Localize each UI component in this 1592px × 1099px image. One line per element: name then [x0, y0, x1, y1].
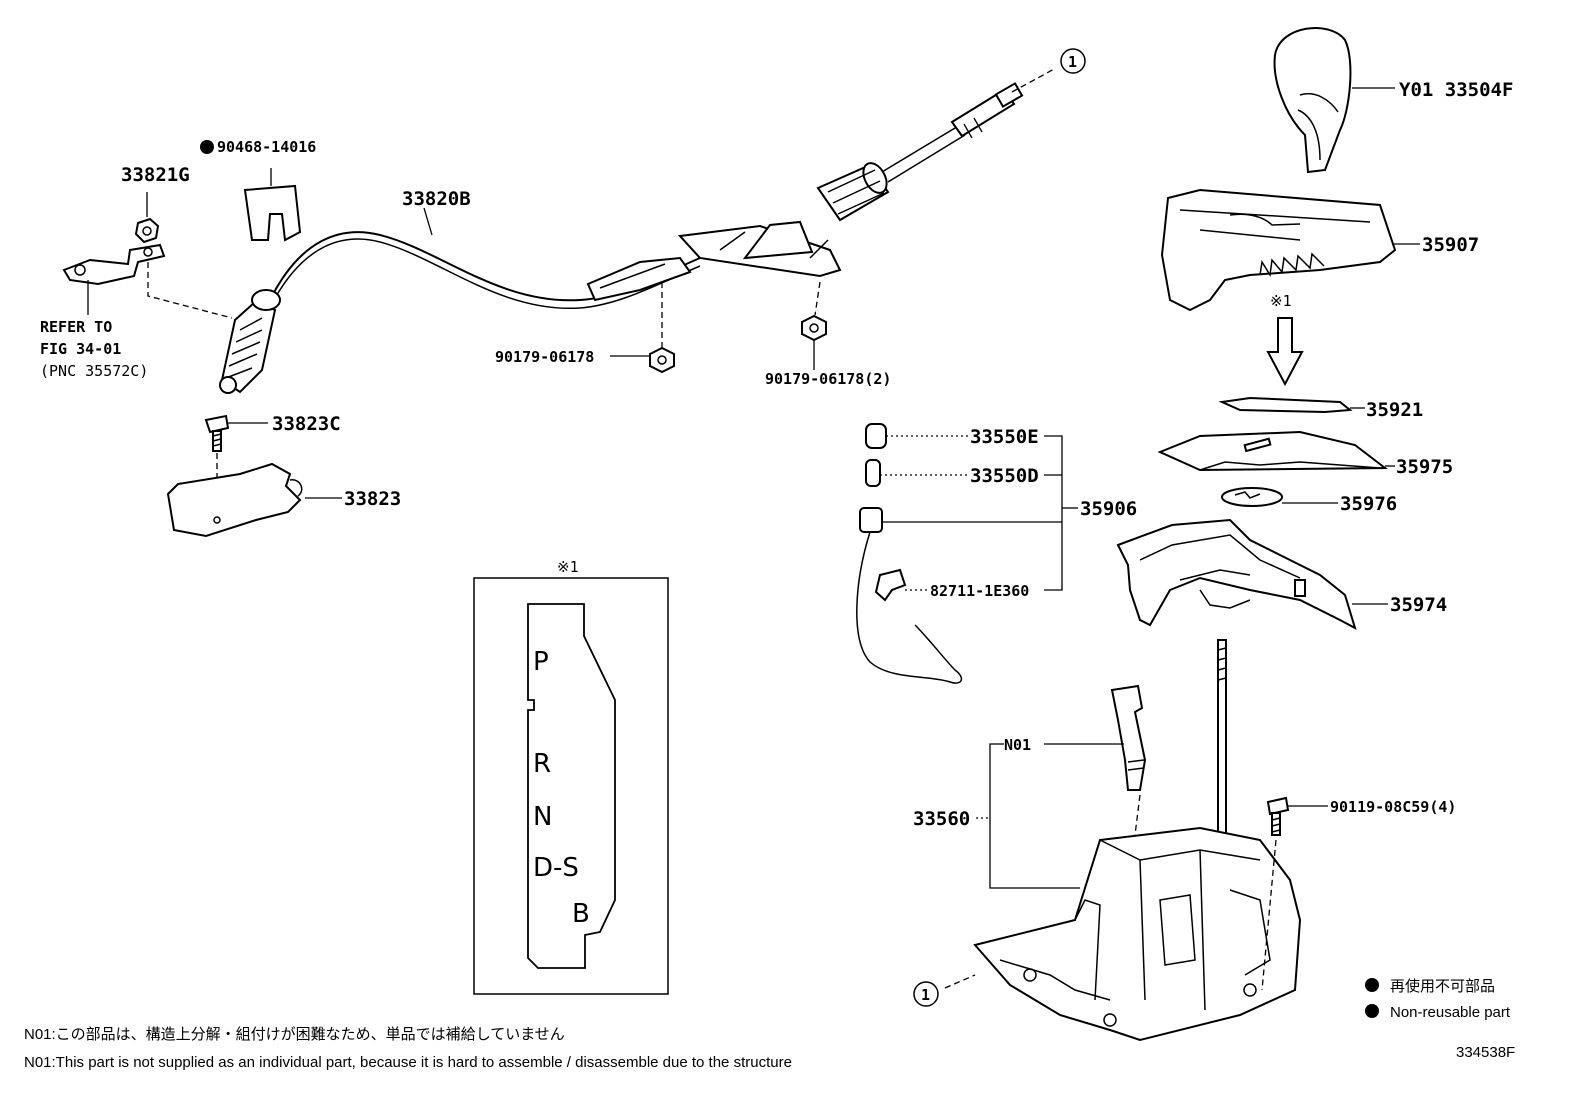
label-Y01-33504F: Y01 33504F — [1399, 79, 1513, 101]
bolt-33823C — [204, 414, 268, 452]
label-33550E: 33550E — [970, 426, 1039, 448]
legend-dot-en — [1365, 1004, 1379, 1018]
label-refer-to: REFER TO — [40, 318, 112, 336]
legend-jp: 再使用不可部品 — [1390, 978, 1495, 995]
label-33821G: 33821G — [121, 164, 190, 186]
nut-33821G — [134, 192, 160, 244]
label-90179-06178: 90179-06178 — [495, 348, 594, 366]
label-35976: 35976 — [1340, 493, 1397, 515]
cable-bracket — [586, 256, 692, 302]
label-90468-14016: 90468-14016 — [217, 138, 316, 156]
label-35906: 35906 — [1080, 498, 1137, 520]
gate-pattern-box — [473, 577, 669, 995]
cover-35975 — [1157, 430, 1395, 472]
label-33823C: 33823C — [272, 413, 341, 435]
callout-circle-1b — [913, 981, 939, 1007]
shift-cable-33820B — [219, 67, 1057, 394]
cover-35976 — [1221, 487, 1338, 507]
view-arrow — [1266, 317, 1304, 387]
sensor-harness-35906 — [856, 423, 1078, 684]
label-33550D: 33550D — [970, 465, 1039, 487]
legend-en: Non-reusable part — [1390, 1004, 1511, 1021]
label-90119-08C59: 90119-08C59(4) — [1330, 798, 1456, 816]
housing-35974 — [1116, 518, 1388, 631]
bracket-refer-fig — [62, 243, 233, 319]
label-35907: 35907 — [1422, 234, 1479, 256]
cable-adjuster — [816, 124, 966, 222]
callout-1-number: 1 — [1068, 53, 1077, 71]
gate-position-D-S: D-S — [533, 853, 579, 883]
bracket-33823 — [166, 462, 342, 538]
gate-box-title: ※1 — [557, 558, 579, 576]
note-jp: N01:この部品は、構造上分解・組付けが困難なため、単品では補給していません — [24, 1026, 565, 1043]
label-82711-1E360: 82711-1E360 — [930, 582, 1029, 600]
label-kome-1: ※1 — [1270, 292, 1292, 310]
nut-90179-06178-2 — [801, 314, 827, 370]
label-35921: 35921 — [1366, 399, 1423, 421]
non-reusable-dot — [200, 140, 214, 154]
shift-lever-assy-33560 — [973, 639, 1302, 1042]
label-90179-06178-2: 90179-06178(2) — [765, 370, 891, 388]
cable-mount-boot — [677, 220, 842, 278]
label-pnc-35572C: (PNC 35572C) — [40, 362, 148, 380]
indicator-housing-35907 — [1160, 188, 1420, 312]
label-35974: 35974 — [1390, 594, 1447, 616]
bolt-90119-08C59 — [1261, 796, 1328, 991]
label-N01: N01 — [1004, 736, 1031, 754]
gate-position-B: B — [572, 899, 590, 929]
cable-boot — [219, 289, 281, 394]
gate-position-N: N — [533, 802, 552, 832]
switch-N01 — [1044, 684, 1147, 836]
plate-35921 — [1218, 396, 1365, 414]
note-en: N01:This part is not supplied as an indi… — [24, 1054, 792, 1071]
label-35975: 35975 — [1396, 456, 1453, 478]
figure-id: 334538F — [1456, 1044, 1515, 1061]
gate-position-R: R — [533, 749, 551, 779]
callout-1b-number: 1 — [921, 986, 930, 1004]
label-33820B: 33820B — [402, 188, 471, 210]
label-33560: 33560 — [913, 808, 970, 830]
legend-dot-jp — [1365, 978, 1379, 992]
callout-circle-1 — [1060, 48, 1086, 74]
nut-90179-06178 — [610, 346, 675, 374]
label-33823: 33823 — [344, 488, 401, 510]
cable-clevis — [950, 82, 1024, 139]
gate-position-P: P — [533, 647, 549, 677]
shift-knob-Y01 — [1273, 27, 1395, 174]
clip-90468 — [243, 168, 302, 242]
label-fig-34-01: FIG 34-01 — [40, 340, 121, 358]
